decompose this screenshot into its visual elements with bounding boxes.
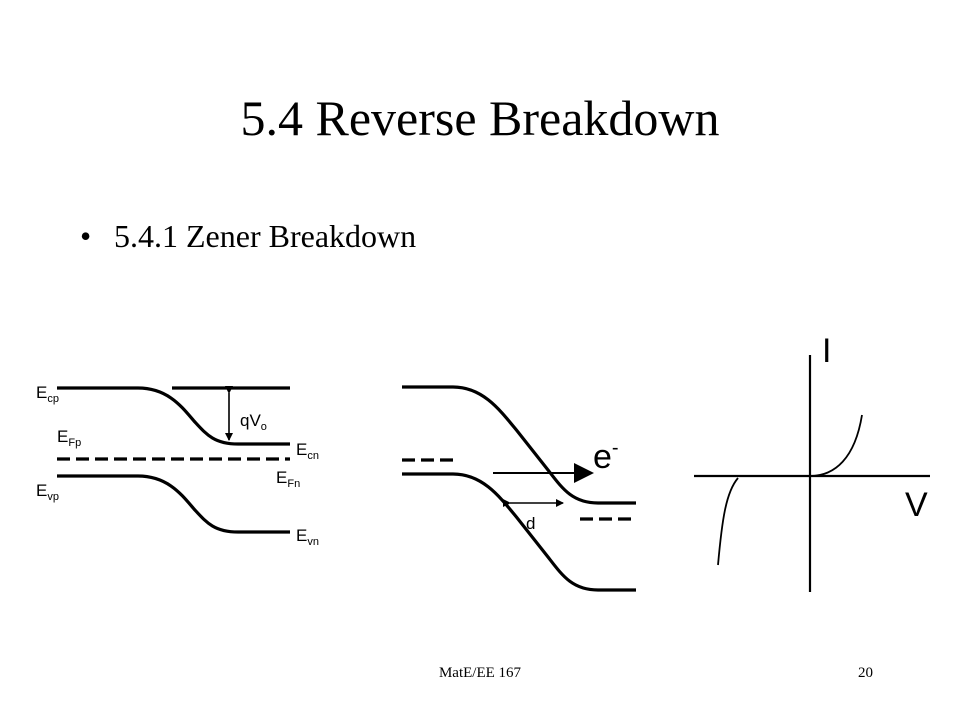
label-qvo: qVo [240, 411, 267, 433]
forward-bias-curve [809, 414, 863, 477]
footer-course: MatE/EE 167 [438, 665, 522, 681]
label-voltage-axis: V [905, 486, 928, 524]
bullet-item: • 5.4.1 Zener Breakdown [80, 216, 416, 256]
label-evn: Evn [296, 526, 319, 548]
conduction-band-edge [57, 386, 290, 446]
bullet-text: 5.4.1 Zener Breakdown [114, 218, 417, 254]
label-ecp: Ecp [36, 383, 59, 405]
reverse-bias-band-diagram: e- d [402, 385, 636, 592]
slide-title: 5.4 Reverse Breakdown [240, 90, 720, 146]
conduction-band-edge-reverse [402, 385, 636, 505]
equilibrium-band-diagram: Ecp EFp Evp qVo Ecn EFn Evn [36, 383, 319, 548]
valence-band-edge [57, 474, 290, 534]
breakdown-curve [717, 477, 739, 566]
valence-band-edge-reverse [402, 472, 636, 592]
iv-characteristic-plot: I V [694, 332, 930, 592]
label-current-axis: I [822, 332, 831, 370]
label-electron: e- [593, 437, 619, 476]
bullet-dot: • [80, 218, 92, 254]
label-distance: d [526, 514, 535, 533]
electron-tunneling-arrow [493, 463, 594, 483]
label-efn: EFn [276, 468, 300, 490]
footer-page-number: 20 [858, 665, 873, 681]
label-ecn: Ecn [296, 440, 319, 462]
label-evp: Evp [36, 481, 59, 503]
label-efp: EFp [57, 427, 81, 449]
